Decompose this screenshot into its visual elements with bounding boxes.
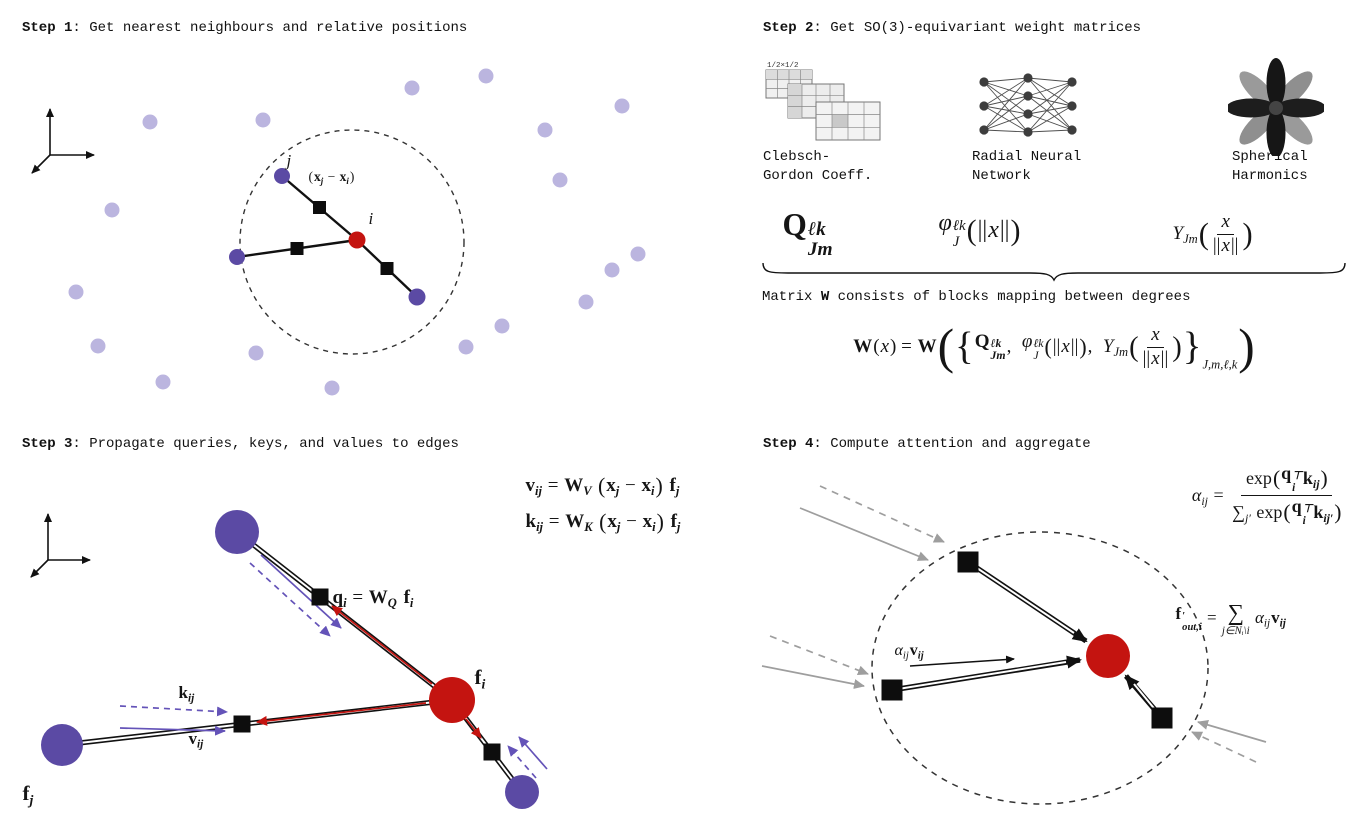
step1-title: Step 1: Get nearest neighbours and relat…	[22, 20, 467, 36]
nn-label-line2: Network	[972, 168, 1031, 184]
step3-title: Step 3: Propagate queries, keys, and val…	[22, 436, 459, 452]
cg-grid-blocks	[765, 69, 881, 141]
cg-label-line2: Gordon Coeff.	[763, 168, 873, 184]
step1-edges	[236, 175, 418, 298]
step4-edges	[891, 559, 1164, 720]
underbrace	[762, 262, 1346, 282]
panel-step4: Step 4: Compute attention and aggregate	[760, 430, 1350, 824]
blocks-text-pre: Matrix	[762, 289, 821, 305]
axis-glyph	[30, 513, 91, 578]
sh-lobes	[1228, 58, 1324, 156]
query-arrows	[256, 605, 482, 739]
blocks-text: Matrix W consists of blocks mapping betw…	[762, 288, 1190, 307]
key-value-arrows	[119, 554, 548, 779]
step1-title-rest: : Get nearest neighbours and relative po…	[72, 20, 468, 36]
background-points	[68, 68, 646, 396]
nn-nodes	[979, 73, 1077, 137]
neighbour-node-j	[274, 168, 290, 184]
center-node-fi	[429, 677, 475, 723]
step2-title-step: Step 2	[763, 20, 814, 36]
nn-connections	[983, 77, 1073, 133]
label-j: j	[286, 151, 292, 170]
panel-step1: Step 1: Get nearest neighbours and relat…	[20, 14, 715, 420]
cg-size-label: 1/2×1/2	[767, 62, 799, 70]
blocks-text-post: consists of blocks mapping between degre…	[829, 289, 1191, 305]
neighbour-node-left	[229, 249, 245, 265]
step1-edge-squares	[290, 201, 394, 275]
sh-label-line2: Harmonics	[1232, 168, 1308, 184]
step3-title-step: Step 3	[22, 436, 73, 452]
step2-title-rest: : Get SO(3)-equivariant weight matrices	[813, 20, 1142, 36]
aggregation-node	[1086, 634, 1130, 678]
step1-title-step: Step 1	[22, 20, 73, 36]
neighbour-node-top	[215, 510, 259, 554]
step4-edge-squares	[881, 551, 1173, 729]
panel-step2: Step 2: Get SO(3)-equivariant weight mat…	[760, 14, 1348, 420]
neighbour-node-bottom-right	[505, 775, 539, 809]
axis-glyph	[31, 108, 95, 174]
spherical-harmonics-icon	[1228, 58, 1324, 156]
weighted-value-arrow	[909, 655, 1015, 667]
nn-label: Radial Neural Network	[972, 148, 1081, 186]
step3-graphic	[30, 510, 548, 809]
neighbour-node-fj	[41, 724, 83, 766]
neighbourhood-circle	[239, 129, 465, 355]
attention-neighbourhood-ellipse	[871, 531, 1209, 805]
step3-title-rest: : Propagate queries, keys, and values to…	[72, 436, 459, 452]
step3-edge-squares	[233, 588, 501, 761]
sh-label-line1: Spherical	[1232, 149, 1308, 165]
center-node-i	[348, 231, 366, 249]
label-i: i	[368, 209, 374, 228]
step4-title-rest: : Compute attention and aggregate	[813, 436, 1091, 452]
step4-title-step: Step 4	[763, 436, 814, 452]
step4-title: Step 4: Compute attention and aggregate	[763, 436, 1091, 452]
incoming-value-arrows	[761, 485, 1267, 763]
cg-label-line1: Clebsch-	[763, 149, 831, 165]
neighbour-node-bottom	[408, 288, 426, 306]
clebsch-gordan-icon: 1/2×1/2	[765, 62, 881, 141]
step1-graphic	[31, 68, 646, 396]
cg-label: Clebsch- Gordon Coeff.	[763, 148, 872, 186]
step3-edges	[61, 529, 525, 794]
step2-title: Step 2: Get SO(3)-equivariant weight mat…	[763, 20, 1141, 36]
sh-label: Spherical Harmonics	[1232, 148, 1308, 186]
blocks-text-W: W	[820, 289, 830, 305]
step4-graphic	[761, 485, 1267, 805]
panel-step3: Step 3: Propagate queries, keys, and val…	[20, 430, 820, 824]
nn-label-line1: Radial Neural	[972, 149, 1082, 165]
radial-neural-network-icon	[979, 73, 1077, 137]
